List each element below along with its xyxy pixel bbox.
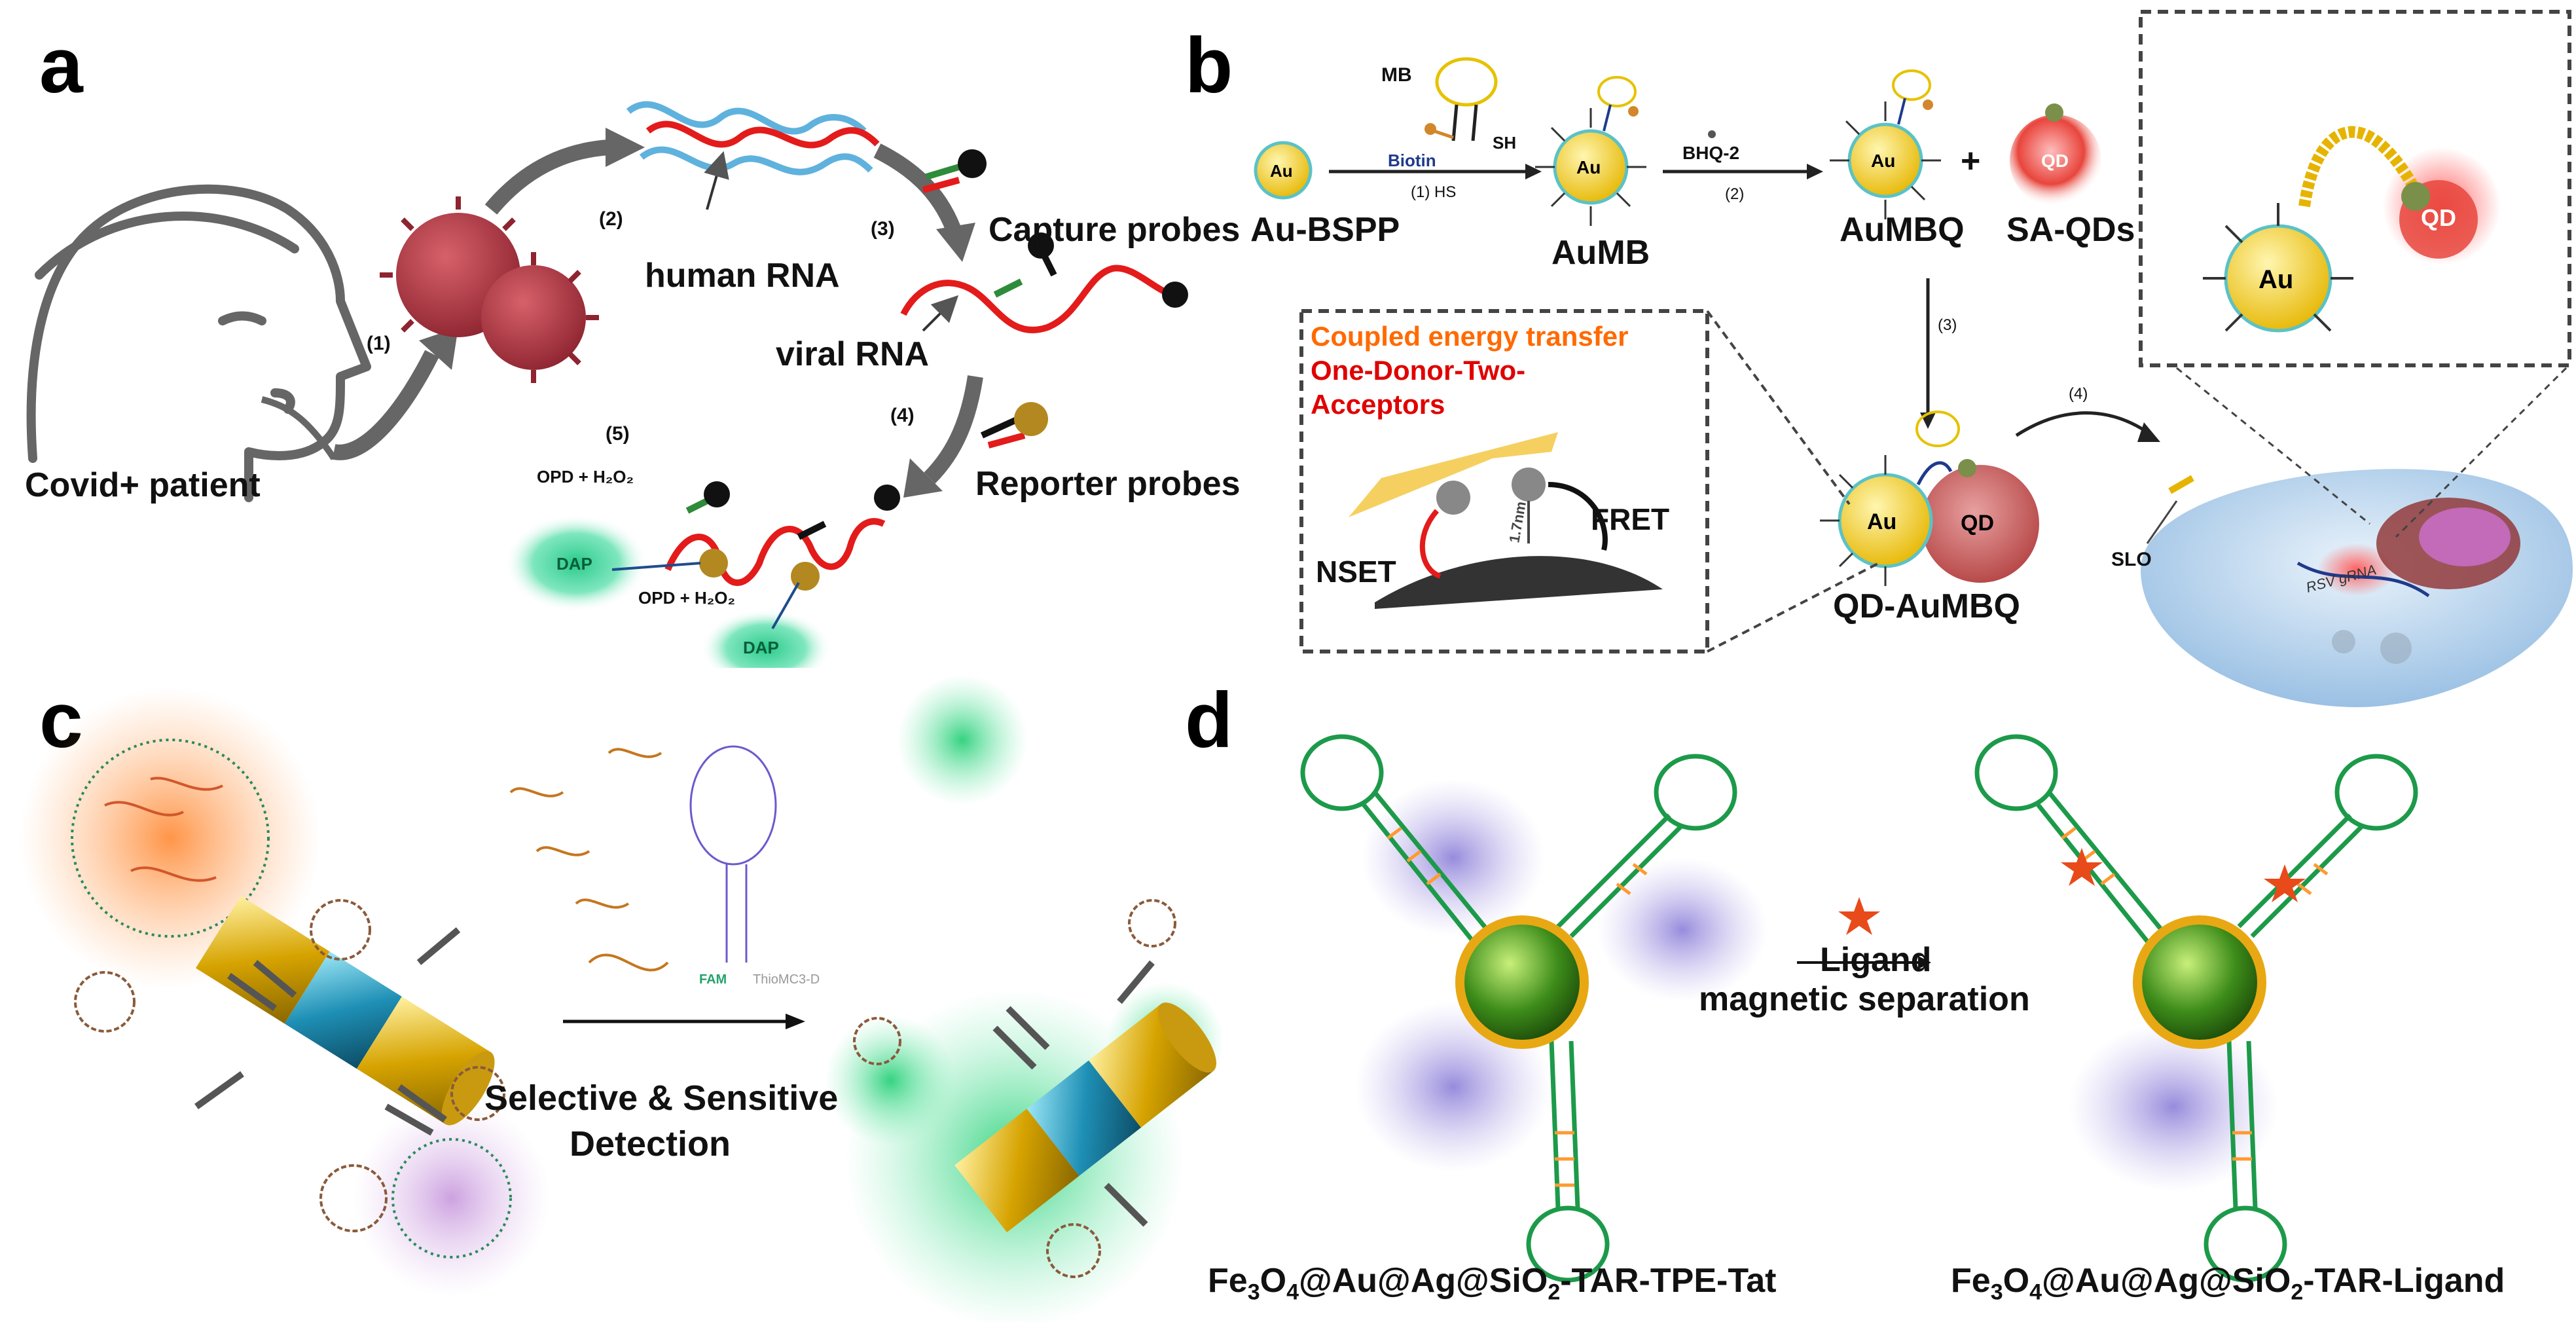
step4-label: (4) <box>2069 385 2088 403</box>
detection-label-2: Detection <box>570 1124 731 1164</box>
sa-qds-label: SA-QDs <box>2006 211 2135 249</box>
au-bspp-particle <box>1254 141 1313 200</box>
detection-label-1: Selective & Sensitive <box>484 1078 839 1118</box>
arrow-4 <box>924 375 983 484</box>
svg-text:QD: QD <box>2041 151 2069 171</box>
panel-d: d <box>1165 674 2576 1322</box>
svg-text:QD: QD <box>1961 511 1994 536</box>
panel-d-graphics <box>1300 734 2418 1283</box>
aumbq-label: AuMBQ <box>1840 211 1965 249</box>
svg-text:Au: Au <box>2259 265 2293 294</box>
qd-aumbq-label: QD-AuMBQ <box>1833 587 2020 625</box>
plus-label: + <box>1961 142 1981 180</box>
panel-c: c <box>0 674 1283 1322</box>
left-compound-label: Fe3O4@Au@Ag@SiO2-TAR-TPE-Tat <box>1208 1262 1777 1305</box>
sh-label: SH <box>1493 133 1517 153</box>
nset-label: NSET <box>1316 555 1396 589</box>
capture-probe-icon <box>922 149 987 193</box>
biotin-label: Biotin <box>1388 151 1436 170</box>
patient-label: Covid+ patient <box>25 466 261 504</box>
panel-b-graphics: Au Au <box>1254 10 2573 707</box>
energy-transfer-diagram: 1.7nm <box>1349 432 1663 609</box>
human-rna-label: human RNA <box>645 257 840 295</box>
opd-label-top: OPD + H₂O₂ <box>537 467 634 487</box>
dap-label-1: DAP <box>556 554 592 574</box>
arrow-2 <box>484 139 609 215</box>
panel-a-label: a <box>39 22 83 109</box>
fret-label: FRET <box>1591 502 1670 536</box>
reporter-probe-icon <box>980 402 1048 449</box>
step3-label: (3) <box>1938 316 1957 334</box>
svg-text:Au: Au <box>1270 161 1293 181</box>
core-particle-left <box>1455 915 1589 1049</box>
panel-c-graphics: FAM ThioMC3-D <box>20 674 1224 1322</box>
viral-rna-label: viral RNA <box>776 335 930 373</box>
qd-aumbq-complex <box>1820 411 2039 586</box>
svg-text:FAM: FAM <box>699 972 727 987</box>
panel-a-graphics: DAP DAP <box>26 101 1188 668</box>
virus-icon <box>380 196 599 383</box>
core-particle-right <box>2133 915 2266 1049</box>
nanorod-left <box>195 896 495 1126</box>
arrow-1 <box>332 350 439 460</box>
aumb-label: AuMB <box>1551 234 1650 272</box>
right-compound-label: Fe3O4@Au@Ag@SiO2-TAR-Ligand <box>1951 1262 2505 1305</box>
rna-strands <box>626 101 880 175</box>
step-2-label: (2) <box>599 208 623 230</box>
panel-a: a <box>0 0 1283 668</box>
swab-icon <box>261 396 337 460</box>
reporter-probes-label: Reporter probes <box>975 465 1241 503</box>
dap-glow-1 <box>504 514 648 612</box>
coupled-energy-label: Coupled energy transfer <box>1311 321 1629 352</box>
aumbq-particle <box>1830 69 1941 219</box>
panel-b-label: b <box>1185 22 1233 109</box>
viral-rna-strand <box>900 247 1173 334</box>
nanorod-right <box>954 1002 1216 1233</box>
zoom-inset <box>2139 10 2571 367</box>
sa-qd-particle <box>2010 115 2101 206</box>
step-4-label: (4) <box>890 405 915 426</box>
step-1-label: (1) <box>367 333 391 354</box>
acceptors-label: Acceptors <box>1311 389 1445 420</box>
ligand-label: Ligand <box>1820 941 1932 979</box>
au-bspp-label: Au-BSPP <box>1250 211 1400 249</box>
mb-label: MB <box>1381 64 1412 86</box>
svg-text:Au: Au <box>1867 509 1896 534</box>
patient-head-icon <box>26 184 371 502</box>
svg-text:Au: Au <box>1576 157 1601 177</box>
aumb-particle <box>1535 76 1646 226</box>
tar-rna-right <box>1974 734 2418 1283</box>
opd-label-bottom: OPD + H₂O₂ <box>638 588 736 608</box>
step-3-label: (3) <box>871 218 895 240</box>
mb-hairpin <box>1424 57 1498 141</box>
dap-label-2: DAP <box>743 638 779 657</box>
panel-b: b Au <box>1165 0 2576 707</box>
bhq-label: BHQ-2 <box>1682 143 1740 163</box>
step1-label: (1) HS <box>1411 183 1457 201</box>
magnetic-separation-label: magnetic separation <box>1699 980 2030 1018</box>
capture-probes-label: Capture probes <box>989 211 1241 249</box>
ligand-star-icon <box>1838 897 1880 935</box>
slo-label: SLO <box>2111 549 2152 570</box>
step-5-label: (5) <box>606 423 630 445</box>
svg-text:ThioMC3-D: ThioMC3-D <box>753 972 820 987</box>
svg-text:QD: QD <box>2421 204 2456 231</box>
dap-glow-2 <box>700 609 831 668</box>
svg-text:Au: Au <box>1871 151 1895 171</box>
step2-label: (2) <box>1725 185 1745 203</box>
assembly-strand <box>664 494 886 586</box>
one-donor-label: One-Donor-Two- <box>1311 355 1526 386</box>
tar-rna-left <box>1300 734 1737 1283</box>
panel-d-label: d <box>1185 676 1233 764</box>
hairpin-probe <box>689 745 777 963</box>
